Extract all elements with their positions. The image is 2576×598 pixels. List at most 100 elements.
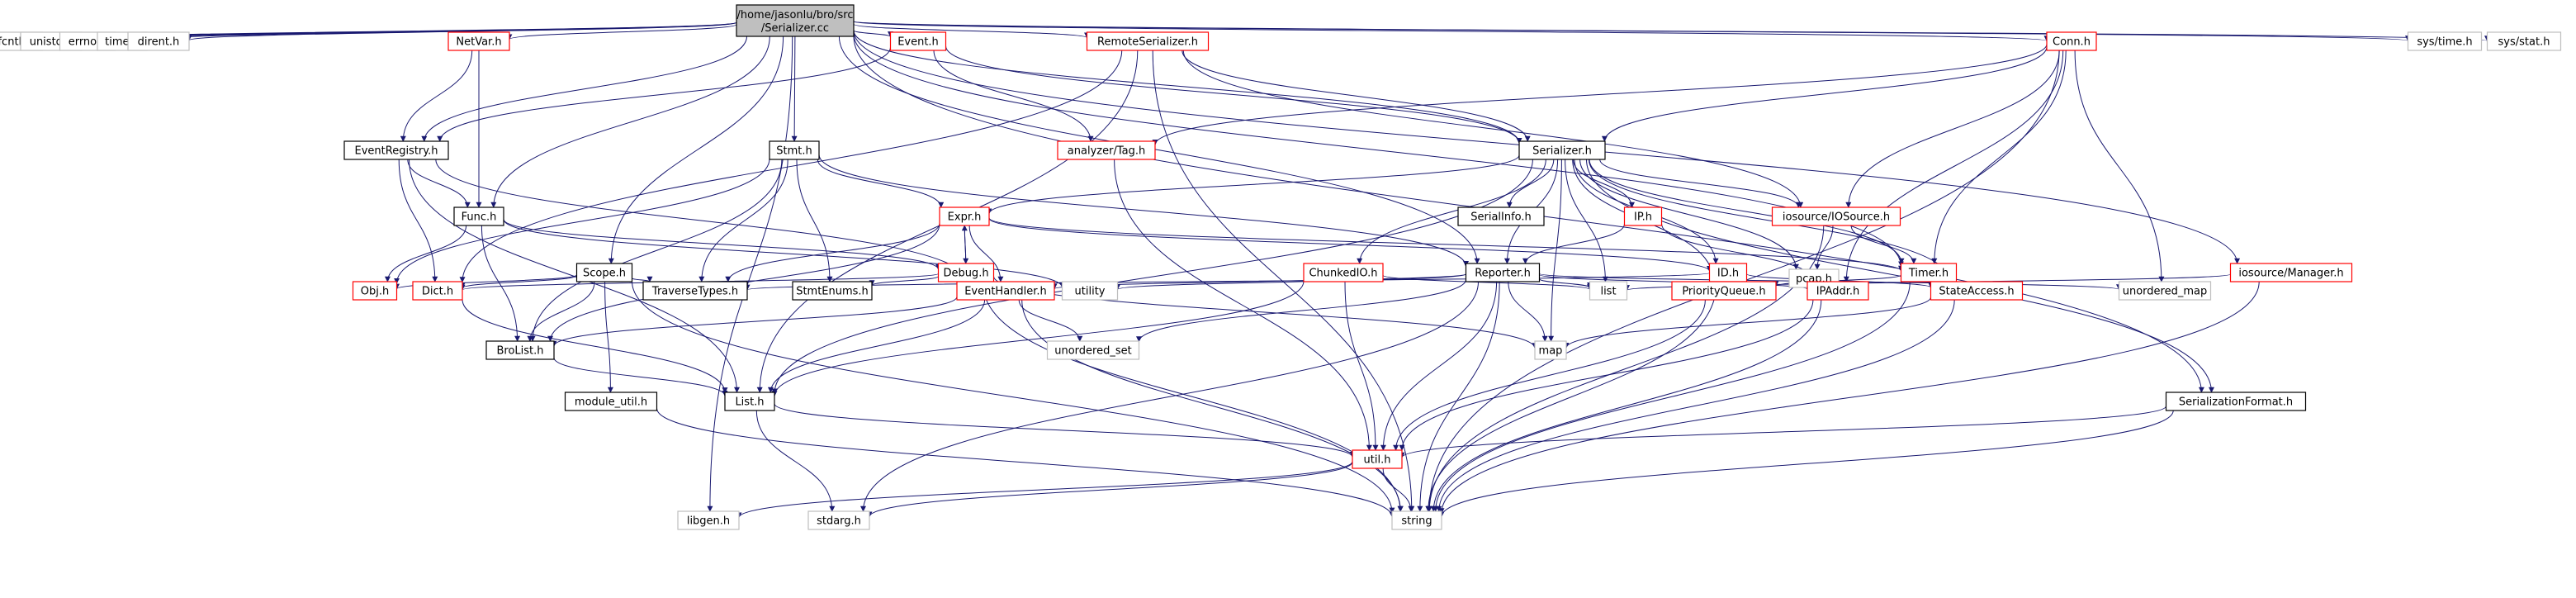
edge-root-to-stmt bbox=[791, 36, 798, 142]
node-label: EventHandler.h bbox=[964, 286, 1047, 298]
node-label: StateAccess.h bbox=[1939, 286, 2014, 298]
edge-expr-to-id bbox=[988, 217, 1712, 272]
node-event[interactable]: Event.h bbox=[889, 31, 947, 51]
edge-reporter-to-unordered_set bbox=[1136, 279, 1466, 343]
edge-remoteserializer-to-iosource bbox=[1182, 50, 1804, 208]
node-stmtenums[interactable]: StmtEnums.h bbox=[792, 281, 873, 301]
node-dirent: dirent.h bbox=[127, 31, 190, 51]
edge-conn-to-serializerh bbox=[1601, 46, 2048, 142]
node-label: ID.h bbox=[1717, 268, 1739, 280]
node-label: utility bbox=[1075, 286, 1106, 298]
root-node-line2: /Serializer.cc bbox=[761, 22, 829, 35]
edge-serializerh-to-serialinfo bbox=[1506, 159, 1555, 208]
edge-stmt-to-obj bbox=[394, 158, 770, 284]
edge-event-to-eventregistry bbox=[437, 46, 891, 142]
node-dict[interactable]: Dict.h bbox=[412, 281, 463, 301]
node-list[interactable]: List.h bbox=[724, 392, 775, 411]
node-label: EventRegistry.h bbox=[355, 145, 438, 158]
node-label: stdarg.h bbox=[817, 515, 861, 528]
edge-conn-to-iosource bbox=[1845, 50, 2060, 208]
edge-iosource-to-timer bbox=[1850, 225, 1917, 264]
edge-serializerh-to-stateaccess bbox=[1589, 159, 1953, 282]
edge-func-to-obj bbox=[384, 225, 467, 282]
node-systime: sys/time.h bbox=[2407, 31, 2483, 51]
node-label: Scope.h bbox=[583, 268, 626, 280]
edge-manager-to-string bbox=[1438, 281, 2260, 515]
edge-stateaccess-to-string bbox=[1436, 299, 1955, 512]
nodes-layer: /home/jasonlu/bro/src /Serializer.cc fcn… bbox=[0, 4, 2562, 530]
edge-reporter-to-stdarg bbox=[860, 281, 1479, 512]
edge-brolist-to-list bbox=[553, 357, 728, 396]
edge-root-to-serializerh bbox=[853, 30, 1522, 144]
edge-reporter-to-list bbox=[1539, 278, 1593, 288]
node-serialinfo[interactable]: SerialInfo.h bbox=[1457, 206, 1545, 226]
node-util[interactable]: util.h bbox=[1352, 449, 1403, 469]
node-debug[interactable]: Debug.h bbox=[937, 263, 995, 282]
node-conn[interactable]: Conn.h bbox=[2046, 31, 2097, 51]
node-id[interactable]: ID.h bbox=[1708, 263, 1748, 282]
node-ip[interactable]: IP.h bbox=[1623, 206, 1663, 226]
node-serializationformat[interactable]: SerializationFormat.h bbox=[2165, 392, 2307, 411]
edge-scope-to-module_util bbox=[604, 281, 613, 393]
node-label: ChunkedIO.h bbox=[1309, 268, 1377, 280]
node-remoteserializer[interactable]: RemoteSerializer.h bbox=[1086, 31, 1210, 51]
node-eventhandler[interactable]: EventHandler.h bbox=[956, 281, 1055, 301]
edge-netvar-to-eventregistry bbox=[400, 50, 473, 142]
node-traversetypes[interactable]: TraverseTypes.h bbox=[642, 281, 748, 301]
edge-serializationformat-to-util bbox=[1399, 406, 2166, 458]
edge-func-to-utility bbox=[503, 219, 1065, 288]
edge-expr-to-timer bbox=[988, 217, 1904, 272]
node-stmt[interactable]: Stmt.h bbox=[769, 140, 820, 160]
edge-serializerh-to-pcap bbox=[1579, 159, 1799, 270]
node-analyzertag[interactable]: analyzer/Tag.h bbox=[1057, 140, 1156, 160]
node-func[interactable]: Func.h bbox=[453, 206, 504, 226]
node-timer[interactable]: Timer.h bbox=[1900, 263, 1958, 282]
node-chunkedio[interactable]: ChunkedIO.h bbox=[1303, 263, 1384, 282]
node-stdarg: stdarg.h bbox=[807, 510, 870, 530]
node-expr[interactable]: Expr.h bbox=[939, 206, 990, 226]
node-label: string bbox=[1401, 515, 1432, 528]
root-node-serializer-cc[interactable]: /home/jasonlu/bro/src /Serializer.cc bbox=[736, 4, 855, 37]
node-label: Reporter.h bbox=[1475, 268, 1531, 280]
node-stateaccess[interactable]: StateAccess.h bbox=[1930, 281, 2024, 301]
node-manager[interactable]: iosource/Manager.h bbox=[2229, 263, 2353, 282]
node-label: Stmt.h bbox=[776, 145, 812, 158]
node-label: PriorityQueue.h bbox=[1682, 286, 1765, 298]
node-libgen: libgen.h bbox=[677, 510, 740, 530]
node-iosource[interactable]: iosource/IOSource.h bbox=[1771, 206, 1901, 226]
edge-scope-to-brolist bbox=[527, 281, 595, 342]
node-label: libgen.h bbox=[687, 515, 730, 528]
edge-serializerh-to-ip bbox=[1573, 159, 1635, 208]
node-label: Expr.h bbox=[948, 211, 982, 224]
edge-dict-to-list bbox=[462, 299, 728, 394]
edge-eventhandler-to-list bbox=[767, 299, 986, 393]
edge-util-to-string bbox=[1382, 467, 1414, 512]
node-label: unordered_set bbox=[1054, 345, 1131, 358]
edge-debug-to-string bbox=[982, 281, 1404, 512]
edge-debug-to-stmtenums bbox=[869, 276, 939, 287]
node-label: Func.h bbox=[462, 211, 497, 224]
node-obj[interactable]: Obj.h bbox=[352, 281, 398, 301]
edge-serializerh-to-iosource bbox=[1599, 159, 1802, 208]
node-serializerh[interactable]: Serializer.h bbox=[1518, 140, 1606, 160]
node-eventregistry[interactable]: EventRegistry.h bbox=[343, 140, 449, 160]
node-priorityqueue[interactable]: PriorityQueue.h bbox=[1671, 281, 1777, 301]
node-netvar[interactable]: NetVar.h bbox=[447, 31, 510, 51]
edge-root-to-sysstat bbox=[853, 21, 2489, 42]
edge-timer-to-string bbox=[1432, 281, 1911, 512]
edge-func-to-debug bbox=[503, 219, 941, 270]
node-list: list bbox=[1589, 281, 1628, 301]
node-module-util[interactable]: module_util.h bbox=[564, 392, 658, 411]
node-label: module_util.h bbox=[575, 396, 647, 409]
node-reporter[interactable]: Reporter.h bbox=[1465, 263, 1541, 282]
node-label: Timer.h bbox=[1908, 268, 1949, 280]
edge-root-to-libgen bbox=[707, 36, 793, 512]
node-label: map bbox=[1539, 345, 1563, 358]
root-node-line1: /home/jasonlu/bro/src bbox=[736, 9, 853, 21]
edge-stateaccess-to-map bbox=[1563, 297, 1931, 349]
node-ipaddr[interactable]: IPAddr.h bbox=[1807, 281, 1869, 301]
edge-conn-to-timer bbox=[1931, 50, 2067, 264]
edge-remoteserializer-to-dict bbox=[459, 50, 1123, 283]
node-brolist[interactable]: BroList.h bbox=[485, 340, 555, 360]
node-scope[interactable]: Scope.h bbox=[575, 263, 633, 282]
